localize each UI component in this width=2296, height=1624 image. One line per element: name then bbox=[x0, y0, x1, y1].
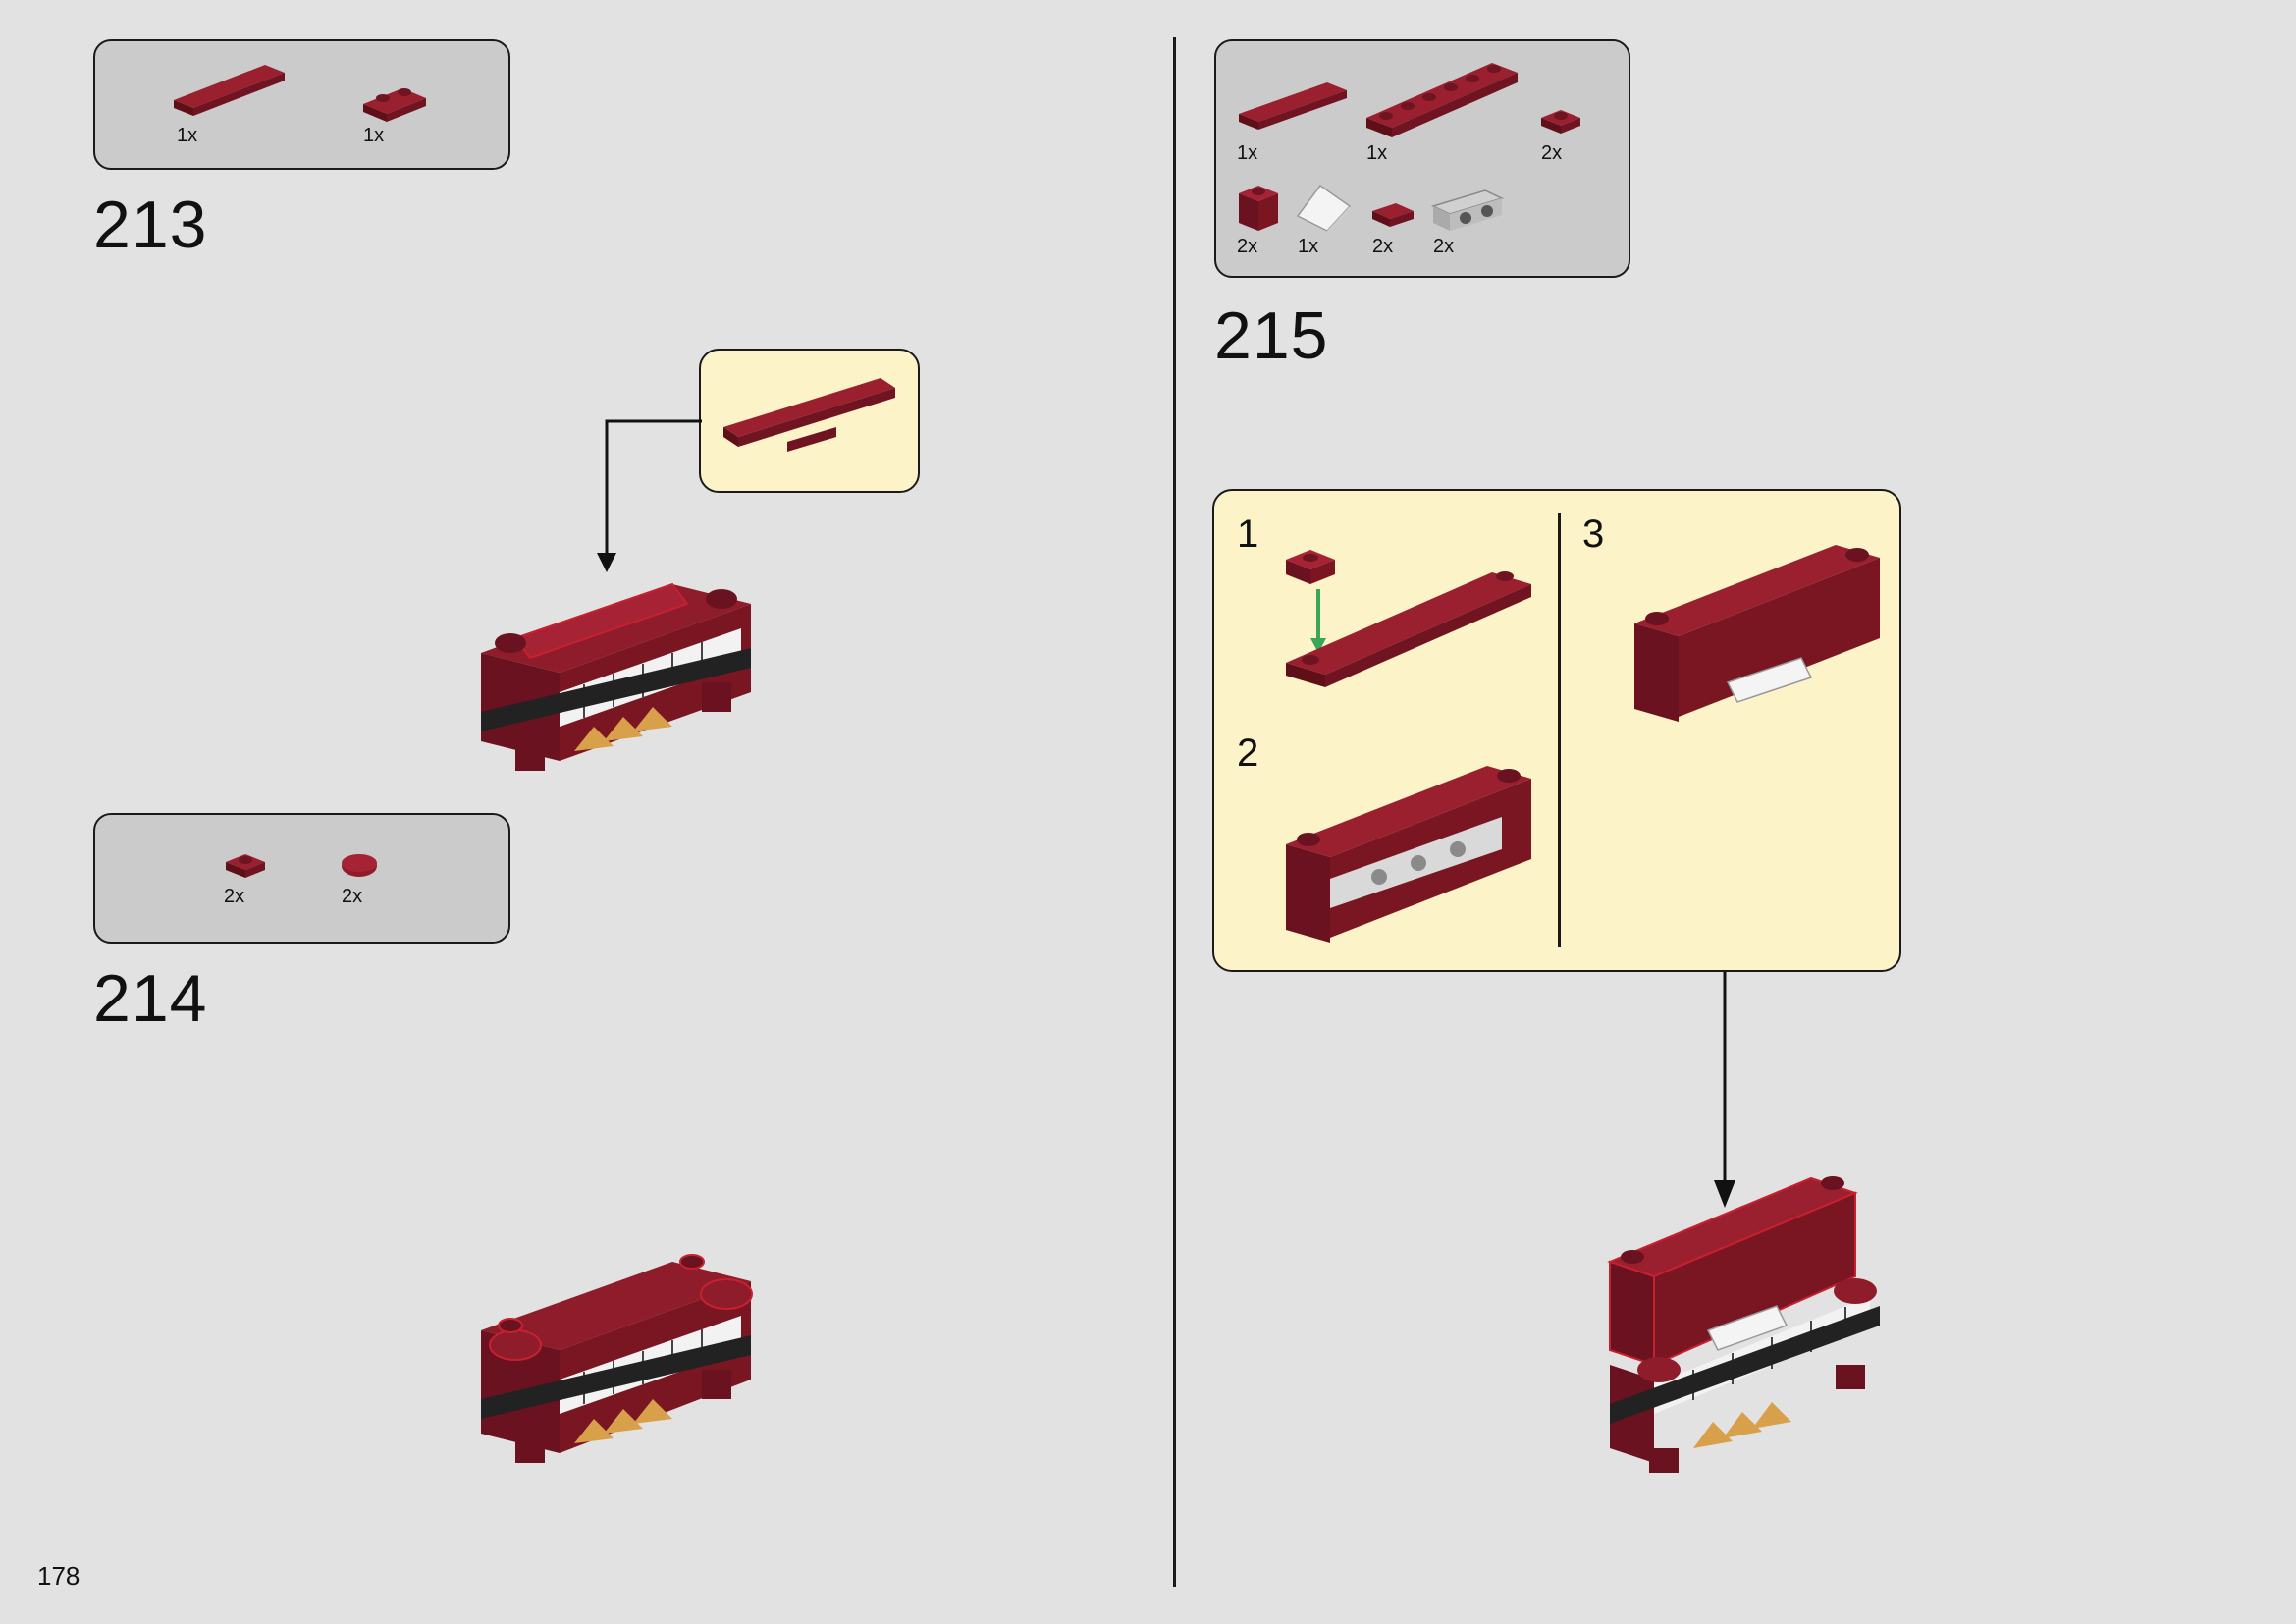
dark-red-plate-1x2-icon bbox=[363, 88, 426, 122]
substep-number: 3 bbox=[1582, 513, 1605, 556]
piano-model-215 bbox=[1607, 1176, 1880, 1473]
page-number: 178 bbox=[37, 1561, 80, 1591]
piano-model-213 bbox=[481, 582, 751, 771]
dark-red-round-tile-icon bbox=[342, 854, 377, 877]
step-number-213: 213 bbox=[93, 188, 208, 262]
piano-model-214 bbox=[481, 1254, 753, 1463]
part-qty: 1x bbox=[1237, 142, 1258, 164]
step-number-214: 214 bbox=[93, 961, 208, 1036]
dark-red-tile-assembly-icon bbox=[723, 378, 895, 452]
parts-list-213 bbox=[93, 39, 510, 170]
substep-1-assembly bbox=[1286, 550, 1531, 687]
part-qty: 1x bbox=[1298, 236, 1319, 257]
part-qty: 2x bbox=[1433, 236, 1455, 257]
substep-2-assembly bbox=[1286, 766, 1531, 943]
part-qty: 2x bbox=[224, 886, 245, 907]
part-qty: 1x bbox=[1366, 142, 1388, 164]
page-divider bbox=[1173, 37, 1176, 1587]
part-qty: 2x bbox=[1237, 236, 1258, 257]
parts-list-215 bbox=[1214, 39, 1630, 278]
part-qty: 1x bbox=[177, 125, 198, 146]
white-slope-icon bbox=[1296, 184, 1352, 236]
parts-list-214 bbox=[93, 813, 510, 944]
dark-red-tile-1x4-icon bbox=[174, 65, 285, 116]
assembly-arrow bbox=[1714, 972, 1735, 1208]
part-qty: 1x bbox=[363, 125, 385, 146]
substep-number: 1 bbox=[1237, 513, 1259, 556]
substep-3-assembly bbox=[1634, 545, 1880, 722]
dark-red-tile-1x2-icon bbox=[1372, 203, 1414, 227]
dark-red-brick-1x1-icon bbox=[1239, 186, 1278, 231]
part-qty: 2x bbox=[1541, 142, 1563, 164]
dark-red-plate-1x6-icon bbox=[1366, 63, 1518, 137]
gray-bracket-icon bbox=[1430, 189, 1505, 231]
dark-red-plate-1x1-icon bbox=[226, 854, 265, 878]
callout-divider bbox=[1558, 513, 1561, 947]
step-number-215: 215 bbox=[1214, 298, 1329, 373]
dark-red-plate-1x1-icon bbox=[1541, 110, 1580, 134]
callout-arrow bbox=[597, 419, 702, 572]
part-qty: 2x bbox=[342, 886, 363, 907]
substep-number: 2 bbox=[1237, 731, 1259, 775]
dark-red-tile-1x4-icon bbox=[1239, 82, 1347, 130]
part-qty: 2x bbox=[1372, 236, 1394, 257]
